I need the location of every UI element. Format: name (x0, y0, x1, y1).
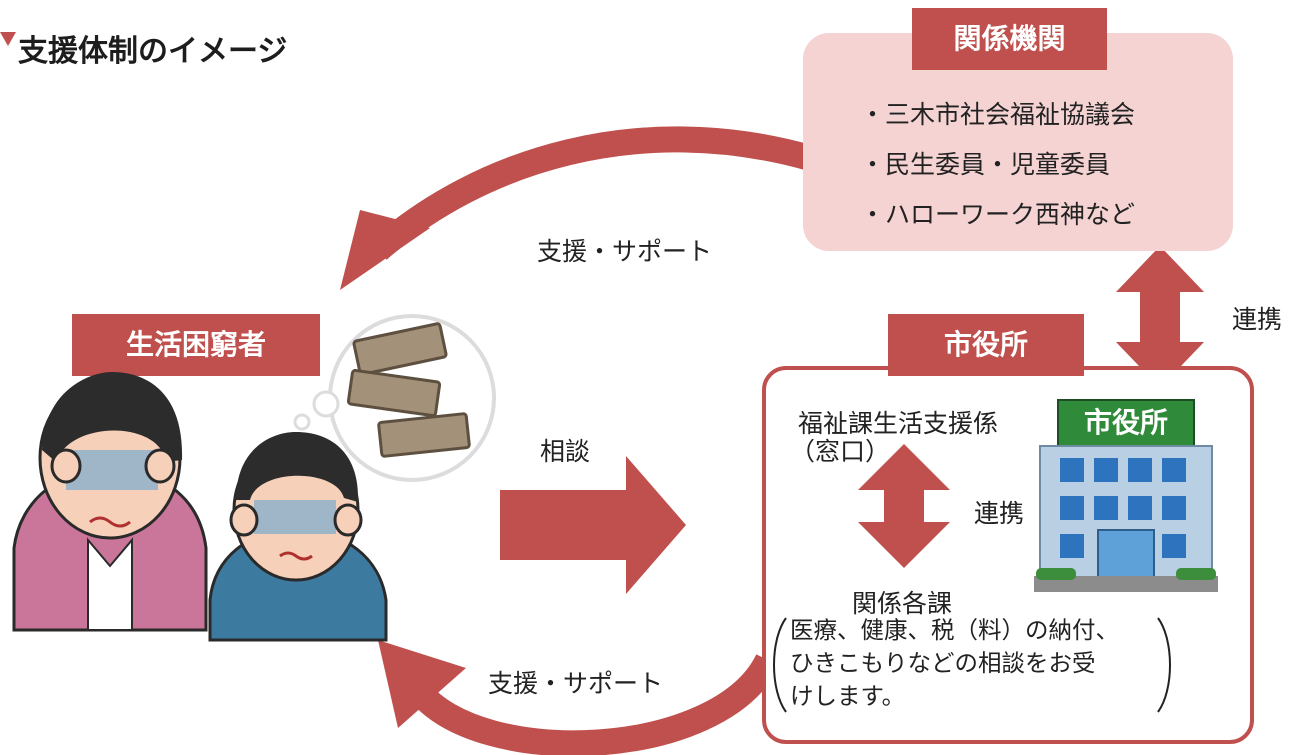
agencies-label: 関係機関 (912, 8, 1107, 70)
agency-item: ・三木市社会福祉協議会 (860, 100, 1136, 129)
support-top-label: 支援・サポート (537, 237, 713, 266)
link-double-arrow (1116, 246, 1204, 388)
agency-item: ・ハローワーク西神など (860, 200, 1136, 229)
welfare-section-name: 福祉課生活支援係 (798, 409, 999, 438)
inner-link-label: 連携 (974, 499, 1025, 528)
related-sections-label: 関係各課 (852, 589, 953, 618)
consult-line: ひきこもりなどの相談をお受 (790, 649, 1096, 677)
building-sign-text: 市役所 (1083, 406, 1168, 439)
link-label-right: 連携 (1232, 305, 1283, 334)
title-marker-icon (0, 32, 16, 46)
worried-woman-icon (12, 372, 208, 632)
welfare-section-window: （窓口） (790, 437, 891, 466)
page-title: 支援体制のイメージ (18, 34, 288, 69)
consult-arrow (500, 456, 686, 594)
support-top-arrow (369, 126, 814, 260)
support-bottom-arrowhead (378, 640, 466, 728)
money-icon (346, 322, 471, 458)
city-hall-label: 市役所 (888, 314, 1084, 376)
consult-line: 医療、健康、税（料）の納付、 (790, 616, 1119, 644)
worried-man-icon (208, 432, 388, 642)
consult-line: けします。 (790, 682, 906, 710)
needy-label: 生活困窮者 (72, 314, 320, 376)
support-bottom-arrow (407, 653, 780, 755)
consult-label: 相談 (540, 437, 591, 466)
support-top-arrowhead (340, 210, 430, 290)
consult-description: 医療、健康、税（料）の納付、 ひきこもりなどの相談をお受 けします。 (790, 614, 1119, 713)
agency-item: ・民生委員・児童委員 (860, 150, 1111, 179)
support-bottom-label: 支援・サポート (488, 669, 664, 698)
